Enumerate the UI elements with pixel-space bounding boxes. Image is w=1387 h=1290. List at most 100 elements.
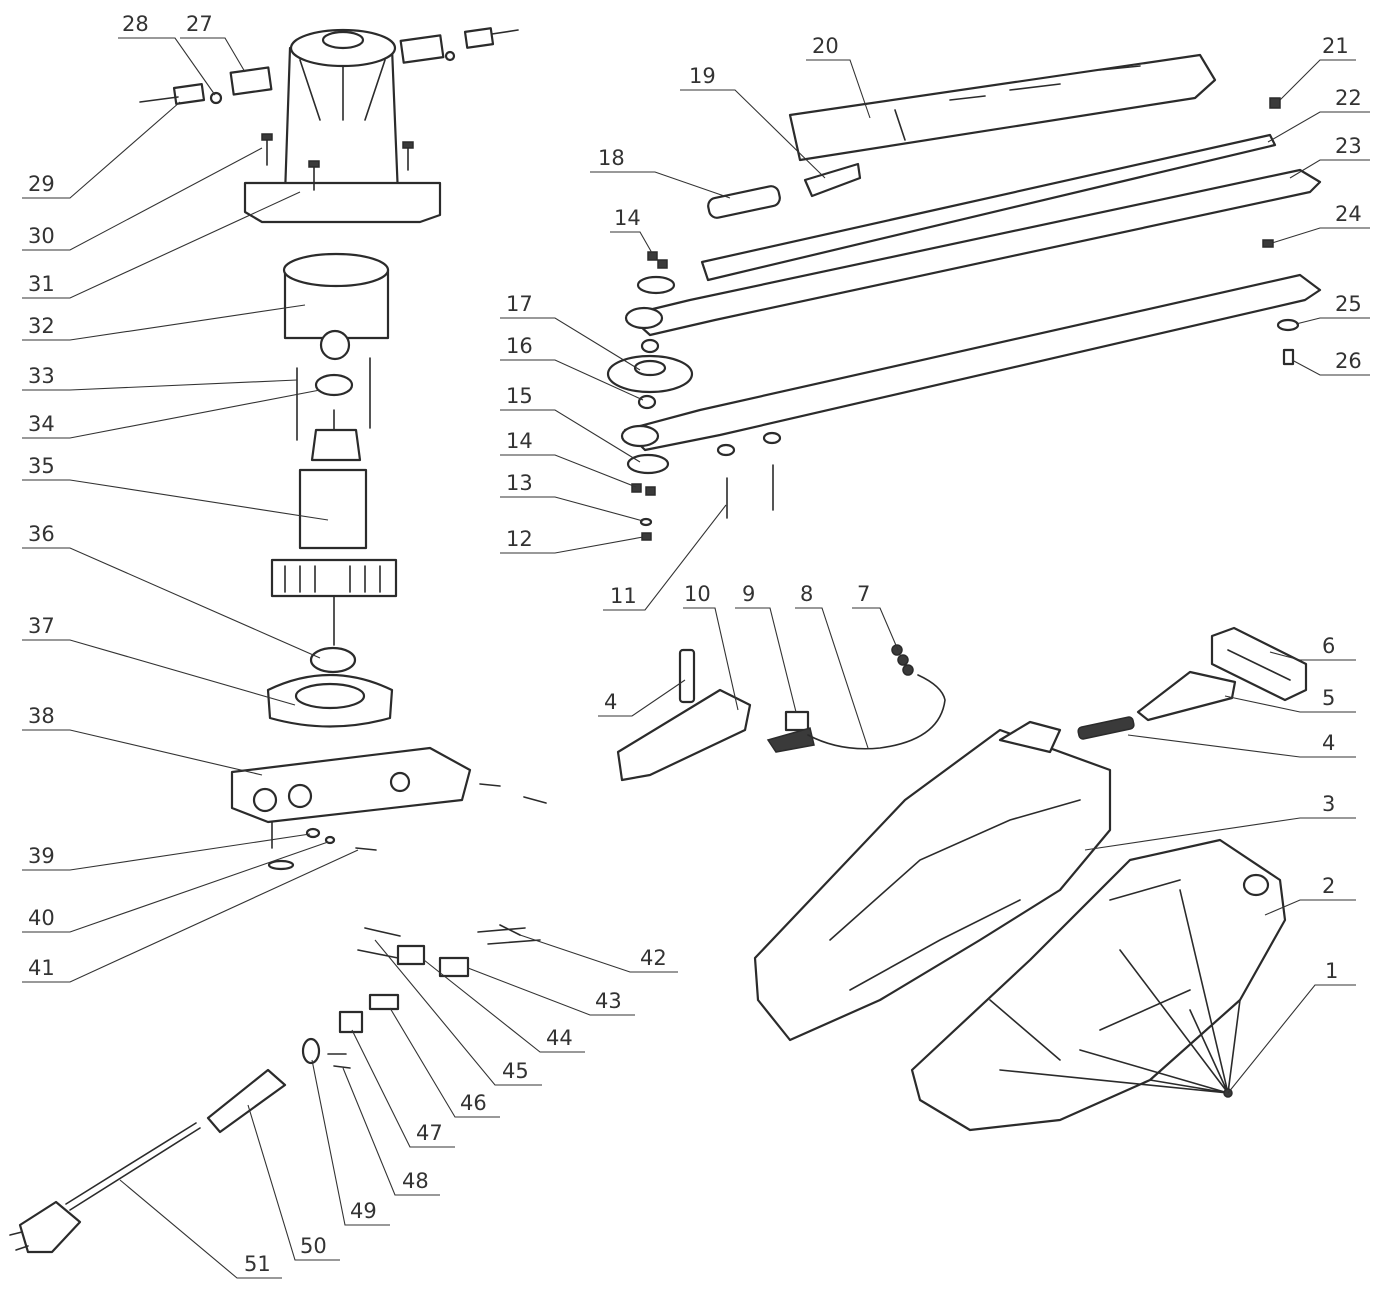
callout-18: 18 [590,146,731,199]
callout-11: 11 [603,504,727,611]
long-screws [296,357,371,441]
crank-gear [606,275,694,475]
callout-24: 24 [1271,202,1370,244]
callout-number: 1 [1325,959,1338,983]
callout-number: 5 [1322,686,1335,710]
callout-38: 38 [22,704,263,776]
blade-bolts [716,431,782,519]
motor-housing [243,28,442,224]
callout-41: 41 [22,849,359,983]
callout-number: 20 [812,34,839,58]
callout-number: 37 [28,614,55,638]
parts-artwork [9,27,1322,1254]
callout-30: 30 [22,147,263,251]
callout-number: 34 [28,412,55,436]
gearbox-fasteners [267,783,547,871]
callout-5: 5 [1224,686,1356,713]
terminal-parts [301,924,541,1069]
upper-blade [624,168,1322,337]
callout-number: 50 [300,1234,327,1258]
callout-7: 7 [852,582,899,651]
callout-number: 32 [28,314,55,338]
housing-right-half [910,838,1287,1132]
callout-42: 42 [519,934,678,973]
callout-13: 13 [500,471,644,522]
blade-nuts [1262,97,1300,366]
cord-sleeve [206,1068,287,1134]
callout-44: 44 [423,959,585,1053]
callout-number: 16 [506,334,533,358]
callout-39: 39 [22,833,311,871]
power-cord-plug [9,1122,201,1254]
callout-number: 3 [1322,792,1335,816]
callout-number: 6 [1322,634,1335,658]
callout-3: 3 [1084,792,1356,851]
callout-32: 32 [22,304,306,341]
callout-10: 10 [683,582,739,711]
callout-number: 41 [28,956,55,980]
callout-number: 17 [506,292,533,316]
callout-34: 34 [22,389,321,439]
callout-number: 23 [1335,134,1362,158]
callout-8: 8 [795,582,869,749]
callout-number: 46 [460,1091,487,1115]
callout-number: 19 [689,64,716,88]
callout-51: 51 [119,1179,282,1279]
callout-number: 36 [28,522,55,546]
callout-number: 4 [1322,731,1335,755]
callout-number: 7 [857,582,870,606]
callout-number: 26 [1335,349,1362,373]
callout-number: 42 [640,946,667,970]
blade-guide-rail [700,133,1277,282]
callout-6: 6 [1269,634,1356,661]
callout-number: 18 [598,146,625,170]
armature [270,409,398,646]
stator [282,252,390,361]
callout-12: 12 [500,527,644,554]
callout-number: 13 [506,471,533,495]
callout-number: 21 [1322,34,1349,58]
callout-33: 33 [22,364,298,391]
callout-number: 27 [186,12,213,36]
callout-49: 49 [311,1059,390,1226]
callout-number: 14 [614,206,641,230]
callout-number: 47 [416,1121,443,1145]
callout-17: 17 [500,292,641,371]
callout-number: 40 [28,906,55,930]
rear-switch [1136,670,1237,722]
callout-9: 9 [735,582,797,713]
callout-labels: 1 2 3 4 4 5 6 [22,12,1370,1279]
callout-37: 37 [22,614,296,706]
rear-cap [1210,626,1308,702]
callout-48: 48 [342,1067,440,1196]
callout-26: 26 [1291,349,1370,376]
wire-connector [891,644,914,676]
callout-46: 46 [389,1007,500,1118]
callout-1: 1 [1227,959,1356,1094]
callout-number: 35 [28,454,55,478]
callout-number: 24 [1335,202,1362,226]
callout-number: 28 [122,12,149,36]
callout-29: 29 [22,101,181,199]
callout-number: 31 [28,272,55,296]
callout-28: 28 [118,12,216,96]
callout-number: 11 [610,584,637,608]
callout-14-lower: 14 [500,429,637,488]
switch-wire [807,674,946,750]
housing-left-half [753,720,1112,1042]
callout-number: 9 [742,582,755,606]
callout-number: 15 [506,384,533,408]
callout-2: 2 [1264,874,1356,916]
callout-45: 45 [374,939,542,1086]
callout-4-right: 4 [1127,731,1356,758]
callout-number: 25 [1335,292,1362,316]
callout-number: 22 [1335,86,1362,110]
lower-blade [620,273,1322,452]
callout-25: 25 [1295,292,1370,325]
callout-27: 27 [180,12,246,73]
callout-14-upper: 14 [610,206,653,254]
brush-holders [139,27,519,105]
callout-31: 31 [22,191,301,299]
lower-bearing [309,646,357,674]
